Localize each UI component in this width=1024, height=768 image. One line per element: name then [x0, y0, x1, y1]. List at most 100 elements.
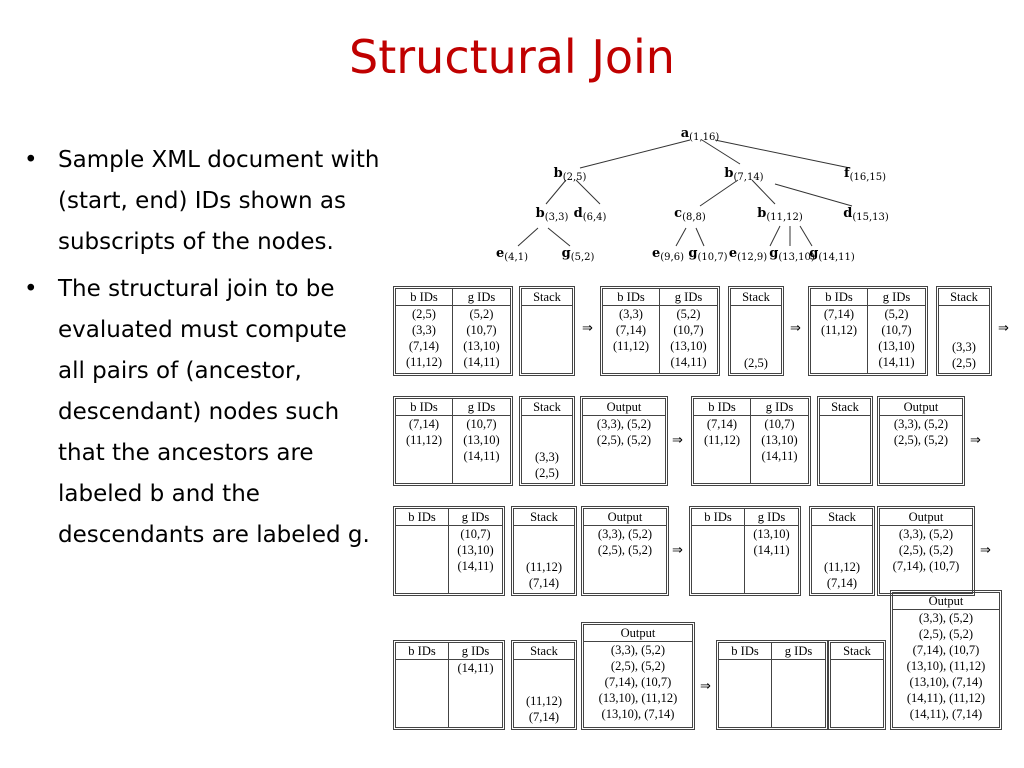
stack-column-header: Stack	[731, 289, 781, 306]
next-step-arrow: ⇒	[672, 542, 683, 557]
cell-value: (14,11)	[670, 355, 707, 369]
cell-value: (3,3), (5,2)	[610, 643, 666, 657]
cell-value: (14,11)	[753, 543, 790, 557]
cell-value: (13,10)	[878, 339, 915, 353]
tree-node-g: g(14,11)	[809, 246, 855, 263]
tree-edge	[579, 139, 691, 169]
tree-node-a: a(1,16)	[681, 126, 720, 143]
cell-value: (2,5), (5,2)	[596, 433, 652, 447]
cell-value: (3,3)	[535, 450, 559, 464]
b-ids-column-cells	[692, 526, 744, 593]
tree-node-b: b(11,12)	[757, 206, 803, 223]
tree-node-ids: (6,4)	[582, 212, 607, 223]
cell-value: (5,2)	[469, 307, 494, 321]
tree-edge	[545, 179, 567, 205]
tree-node-label: f	[843, 166, 850, 181]
b-ids-column: b IDs	[692, 509, 745, 593]
b-ids-column-cells: (3,3)(7,14)(11,12)	[603, 306, 659, 373]
g-ids-column: g IDs(5,2)(10,7)(13,10)(14,11)	[660, 289, 717, 373]
stack-column: Stack(11,12)(7,14)	[514, 509, 574, 593]
cell-value: (13,10), (11,12)	[598, 691, 678, 705]
output-table: Output(3,3), (5,2)(2,5), (5,2)	[877, 396, 965, 486]
g-ids-column-header: g IDs	[751, 399, 808, 416]
tree-node-ids: (1,16)	[689, 132, 720, 143]
cell-value: (13,10)	[670, 339, 707, 353]
output-table: Output(3,3), (5,2)(2,5), (5,2)(7,14), (1…	[581, 622, 695, 730]
output-table: Output(3,3), (5,2)(2,5), (5,2)(7,14), (1…	[890, 590, 1002, 730]
tree-edge	[695, 227, 705, 247]
stack-column-cells: (2,5)	[731, 306, 781, 373]
cell-value: (7,14)	[823, 307, 855, 321]
cell-value: (11,12)	[526, 560, 562, 574]
b-ids-column: b IDs(7,14)(11,12)	[694, 399, 751, 483]
id-lists-table: b IDs(2,5)(3,3)(7,14)(11,12)g IDs(5,2)(1…	[393, 286, 513, 376]
output-column-cells: (3,3), (5,2)(2,5), (5,2)(7,14), (10,7)	[880, 526, 972, 593]
tree-edge	[751, 179, 776, 205]
tree-node-f: f(16,15)	[844, 166, 886, 183]
g-ids-column: g IDs(10,7)(13,10)(14,11)	[449, 509, 502, 593]
cell-value: (7,14)	[408, 339, 440, 353]
cell-value: (5,2)	[676, 307, 701, 321]
cell-value: (10,7)	[460, 527, 491, 541]
bullet-marker: •	[24, 276, 38, 302]
g-ids-column-cells: (10,7)(13,10)(14,11)	[453, 416, 510, 483]
tree-edges	[517, 139, 853, 247]
cell-value: (7,14)	[706, 417, 738, 431]
bullet-item: • The structural join to be evaluated mu…	[20, 269, 380, 556]
cell-value: (7,14), (10,7)	[892, 559, 960, 573]
cell-value: (13,10)	[753, 527, 790, 541]
stack-column-cells: (11,12)(7,14)	[812, 526, 872, 593]
g-ids-column: g IDs(14,11)	[449, 643, 502, 727]
output-column: Output(3,3), (5,2)(2,5), (5,2)(7,14), (1…	[584, 625, 692, 727]
g-ids-column: g IDs(5,2)(10,7)(13,10)(14,11)	[868, 289, 925, 373]
b-ids-column-cells: (2,5)(3,3)(7,14)(11,12)	[396, 306, 452, 373]
g-ids-column-cells: (10,7)(13,10)(14,11)	[449, 526, 502, 593]
b-ids-column-cells	[396, 660, 448, 727]
b-ids-column-header: b IDs	[811, 289, 867, 306]
cell-value: (10,7)	[764, 417, 795, 431]
tree-edge	[769, 225, 781, 247]
tree-node-label: g	[809, 246, 819, 261]
b-ids-column: b IDs(7,14)(11,12)	[396, 399, 453, 483]
tree-node-label: d	[843, 206, 853, 221]
tree-node-ids: (9,6)	[660, 252, 684, 263]
b-ids-column-cells: (7,14)(11,12)	[396, 416, 452, 483]
output-column: Output(3,3), (5,2)(2,5), (5,2)	[880, 399, 962, 483]
tree-node-label: g	[561, 246, 571, 261]
g-ids-column: g IDs(10,7)(13,10)(14,11)	[751, 399, 808, 483]
output-column-header: Output	[583, 399, 665, 416]
output-table: Output(3,3), (5,2)(2,5), (5,2)	[581, 506, 669, 596]
cell-value: (3,3)	[952, 340, 976, 354]
stack-column-cells: (3,3) (2,5)	[522, 416, 572, 483]
g-ids-column-cells	[772, 660, 825, 727]
output-column-header: Output	[880, 509, 972, 526]
stack-column-header: Stack	[514, 643, 574, 660]
cell-value: (2,5), (5,2)	[597, 543, 653, 557]
tree-edge	[547, 227, 571, 247]
stack-column-header: Stack	[820, 399, 870, 416]
stack-column-cells	[522, 306, 572, 373]
tree-node-ids: (4,1)	[504, 252, 528, 263]
tree-node-label: e	[496, 246, 505, 261]
tree-node-g: g(5,2)	[562, 246, 595, 263]
tree-node-d: d(6,4)	[574, 206, 607, 223]
cell-value: (14,11)	[457, 559, 494, 573]
g-ids-column-cells: (10,7)(13,10)(14,11)	[751, 416, 808, 483]
cell-value: (2,5)	[535, 466, 559, 480]
cell-value: (11,12)	[406, 355, 442, 369]
bullet-marker: •	[24, 147, 38, 173]
tree-node-b: b(3,3)	[536, 206, 569, 223]
tree-node-c: c(8,8)	[674, 206, 706, 223]
next-step-arrow: ⇒	[790, 320, 801, 335]
stack-table: Stack(3,3)(2,5)	[936, 286, 992, 376]
b-ids-column: b IDs(2,5)(3,3)(7,14)(11,12)	[396, 289, 453, 373]
cell-value: (10,7)	[466, 417, 497, 431]
output-column-cells: (3,3), (5,2)(2,5), (5,2)	[584, 526, 666, 593]
tree-node-e: e(9,6)	[652, 246, 684, 263]
b-ids-column-header: b IDs	[603, 289, 659, 306]
tree-edge	[701, 139, 741, 165]
cell-value: (14,11), (7,14)	[909, 707, 983, 721]
cell-value: (14,11), (11,12)	[906, 691, 986, 705]
cell-value: (3,3)	[412, 323, 436, 337]
